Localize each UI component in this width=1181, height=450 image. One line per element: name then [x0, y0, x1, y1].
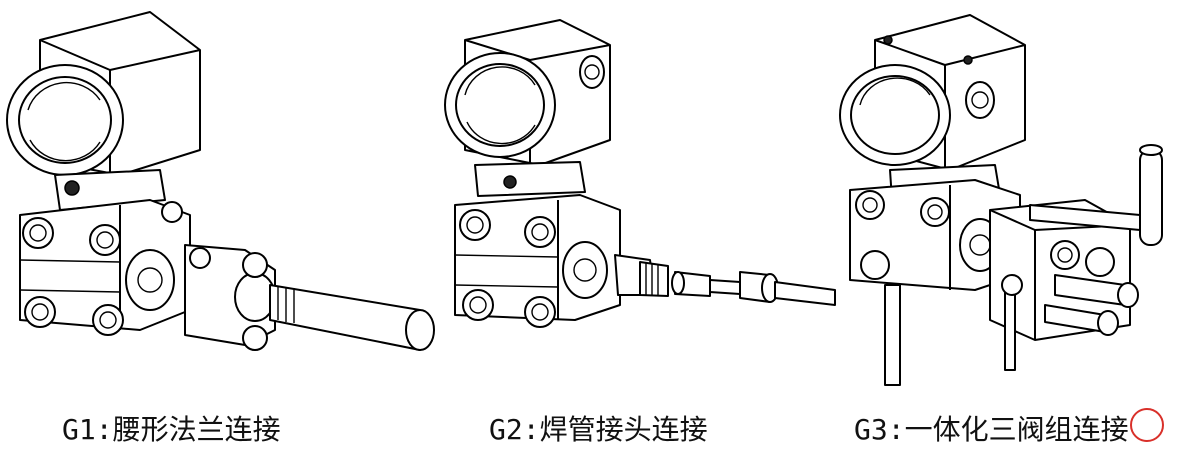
caption-g2: G2:焊管接头连接	[489, 413, 708, 446]
transmitter-g2-illustration: G2:焊管接头连接	[440, 0, 840, 450]
transmitter-3-valve-manifold-icon	[839, 14, 1163, 386]
transmitter-oval-flange-icon	[6, 11, 435, 351]
transmitter-weld-fitting-icon	[444, 19, 836, 328]
transmitter-g3-illustration: G3:一体化三阀组连接	[830, 0, 1181, 450]
caption-g1: G1:腰形法兰连接	[62, 413, 281, 446]
caption-g3: G3:一体化三阀组连接	[854, 413, 1129, 446]
transmitter-g1-illustration: G1:腰形法兰连接	[0, 0, 440, 450]
red-stamp-icon	[1130, 408, 1164, 442]
